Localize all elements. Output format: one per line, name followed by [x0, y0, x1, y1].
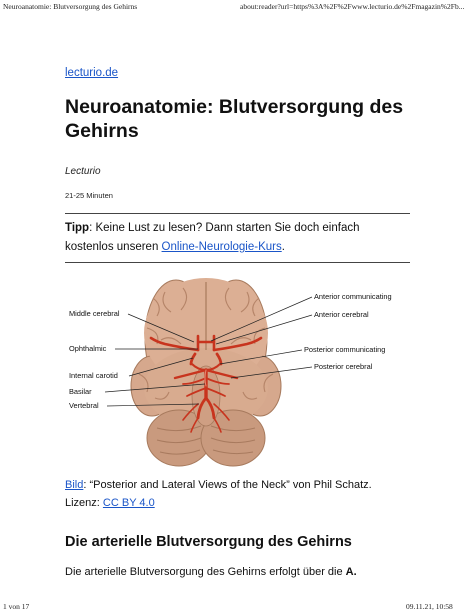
caption-text: : “Posterior and Lateral Views of the Ne…: [83, 479, 372, 491]
leader-lines: [104, 296, 313, 407]
divider-top: [65, 213, 410, 214]
license-label: Lizenz:: [65, 497, 103, 509]
label-middle-cerebral: Middle cerebral: [69, 309, 120, 318]
article-author: Lecturio: [65, 166, 101, 177]
label-posterior-communicating: Posterior communicating: [304, 345, 385, 354]
paragraph-bold: A.: [345, 566, 357, 578]
paragraph-text: Die arterielle Blutversorgung des Gehirn…: [65, 566, 346, 578]
page-title: Neuroanatomie: Blutversorgung des Gehirn…: [65, 96, 404, 142]
print-timestamp: 09.11.21, 10:58: [406, 602, 453, 611]
tip-label: Tipp: [65, 222, 90, 234]
label-anterior-cerebral: Anterior cerebral: [314, 310, 369, 319]
print-header-url: about:reader?url=https%3A%2F%2Fwww.lectu…: [240, 2, 465, 11]
tip-box: Tipp: Keine Lust zu lesen? Dann starten …: [65, 219, 410, 257]
print-footer: 1 von 17 09.11.21, 10:58: [0, 601, 474, 613]
figure-caption: Bild: “Posterior and Lateral Views of th…: [65, 476, 410, 512]
figure-labels-left: Middle cerebral Ophthalmic Internal caro…: [69, 309, 120, 410]
print-header-title: Neuroanatomie: Blutversorgung des Gehirn…: [3, 2, 138, 11]
label-posterior-cerebral: Posterior cerebral: [314, 362, 373, 371]
section-paragraph: Die arterielle Blutversorgung des Gehirn…: [65, 566, 410, 578]
label-internal-carotid: Internal carotid: [69, 371, 118, 380]
label-anterior-communicating: Anterior communicating: [314, 292, 392, 301]
image-source-link[interactable]: Bild: [65, 479, 84, 491]
page-counter: 1 von 17: [3, 602, 30, 611]
label-vertebral: Vertebral: [69, 401, 99, 410]
figure-labels-right: Anterior communicating Anterior cerebral…: [304, 292, 392, 371]
tip-text-end: .: [281, 241, 285, 253]
label-basilar: Basilar: [69, 387, 92, 396]
reading-time: 21-25 Minuten: [65, 191, 113, 200]
course-link[interactable]: Online-Neurologie-Kurs: [161, 241, 282, 253]
license-link[interactable]: CC BY 4.0: [102, 497, 155, 509]
brain-arteries-figure: Middle cerebral Ophthalmic Internal caro…: [69, 278, 392, 467]
source-domain-link[interactable]: lecturio.de: [65, 67, 119, 79]
section-heading: Die arterielle Blutversorgung des Gehirn…: [65, 534, 352, 550]
label-ophthalmic: Ophthalmic: [69, 344, 107, 353]
tip-text: : Keine Lust zu lesen? Dann starten Sie …: [65, 222, 360, 253]
divider-bottom: [65, 262, 410, 263]
print-header: Neuroanatomie: Blutversorgung des Gehirn…: [0, 0, 474, 14]
